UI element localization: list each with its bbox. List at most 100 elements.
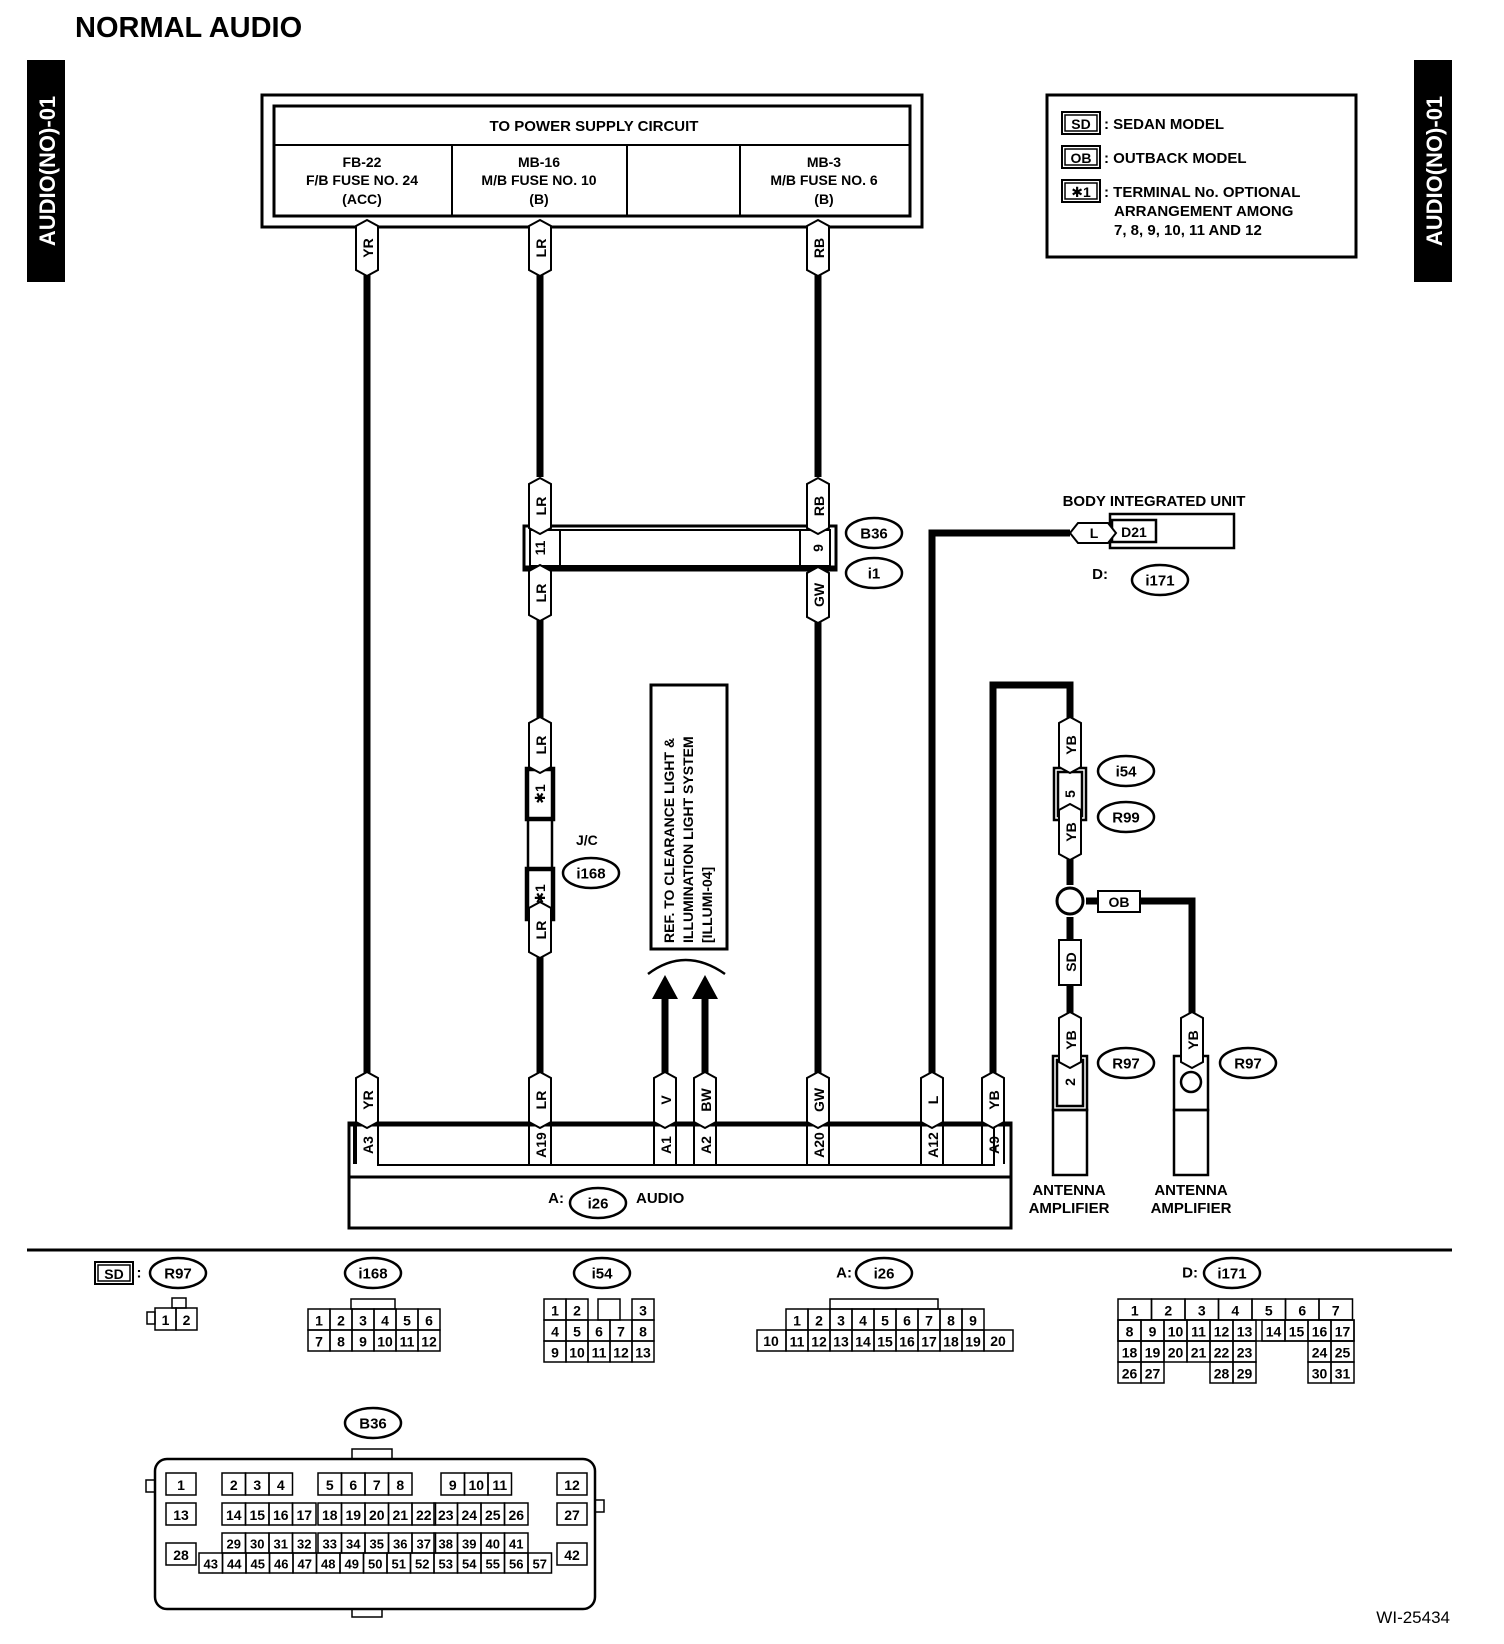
antenna-label-sd-1: ANTENNA xyxy=(1032,1182,1105,1199)
wire-color-label: LR xyxy=(533,1091,549,1110)
audio-unit xyxy=(347,1121,1013,1230)
wire-color-tag: YB xyxy=(1058,715,1082,775)
connector-id: B36 xyxy=(860,526,888,543)
wire-color-label: RB xyxy=(811,496,827,516)
connector-id-bubble: i1 xyxy=(844,556,904,590)
connector-id-bubble: R97 xyxy=(1218,1046,1278,1080)
ref-line-1: REF. TO CLEARANCE LIGHT & xyxy=(661,738,677,943)
pin-number: 27 xyxy=(1145,1366,1161,1382)
pin-number: 53 xyxy=(439,1557,453,1572)
connector-id: i1 xyxy=(868,566,881,583)
connector-id-bubble: B36 xyxy=(844,516,904,550)
wire-color-tag: YR xyxy=(355,218,379,278)
legend-star-code: ✱1 xyxy=(1071,184,1091,200)
pin-number: 22 xyxy=(416,1507,432,1523)
pin-star-upper: ✱1 xyxy=(532,784,548,804)
pin-number: 54 xyxy=(462,1557,477,1572)
wire-color-tag: LR xyxy=(528,563,552,623)
ref-line-2: ILLUMINATION LIGHT SYSTEM xyxy=(680,736,696,943)
ref-line-3: [ILLUMI-04] xyxy=(699,867,715,943)
wire-color-label: LR xyxy=(533,921,549,940)
pin-number: 3 xyxy=(359,1313,367,1329)
pin-number: 3 xyxy=(837,1313,845,1329)
wire-color-tag: LR xyxy=(528,218,552,278)
pin-number: 4 xyxy=(277,1477,285,1493)
pin-number: 8 xyxy=(639,1324,647,1340)
pin-number: 14 xyxy=(1266,1324,1282,1340)
pin-number: 1 xyxy=(177,1477,185,1493)
pin-number: 38 xyxy=(439,1537,453,1552)
connector-id-bubble: i168 xyxy=(561,856,621,890)
wire-color-tag: YB xyxy=(1058,1010,1082,1070)
arrow-up-icon xyxy=(652,975,678,999)
label-a-prefix: A: xyxy=(548,1190,564,1207)
pin-number: 16 xyxy=(899,1334,915,1350)
pin-number: 52 xyxy=(415,1557,429,1572)
wire-color-label: YB xyxy=(1063,735,1079,754)
face-sd-code: SD xyxy=(104,1266,123,1282)
wire-color-tag: RB xyxy=(806,476,830,536)
ob-tag-label: OB xyxy=(1109,894,1130,910)
pin-number: 12 xyxy=(564,1477,580,1493)
legend-star-text3: 7, 8, 9, 10, 11 AND 12 xyxy=(1114,222,1262,239)
pin-number: 15 xyxy=(1289,1324,1305,1340)
pin-number: 3 xyxy=(1198,1303,1206,1319)
wire-color-tag: YB xyxy=(1180,1010,1204,1070)
wire-color-tag: L xyxy=(920,1070,944,1130)
pin-number: 13 xyxy=(833,1334,849,1350)
wire-color-label: YB xyxy=(1063,822,1079,841)
side-tab-right-label: AUDIO(NO)-01 xyxy=(1422,96,1447,246)
pin-number: 32 xyxy=(297,1537,311,1552)
pin-number: 4 xyxy=(859,1313,867,1329)
wire-color-label: GW xyxy=(811,1087,827,1112)
connector-id-bubble: i26 xyxy=(568,1186,628,1220)
connector-id: R97 xyxy=(164,1266,192,1283)
pin-number: 40 xyxy=(486,1537,500,1552)
figure-id: WI-25434 xyxy=(1376,1608,1450,1627)
pin-number: 2 xyxy=(230,1477,238,1493)
legend-sd-code: SD xyxy=(1071,116,1090,132)
pin-number: 31 xyxy=(1335,1366,1351,1382)
pin-number: 14 xyxy=(855,1334,871,1350)
sd-tag: SD xyxy=(1058,939,1082,986)
pin-number: 24 xyxy=(461,1507,477,1523)
pin-number: 6 xyxy=(595,1324,603,1340)
antenna-amplifier-sd xyxy=(1051,1054,1089,1177)
pin-number: 14 xyxy=(226,1507,242,1523)
connector-id: i171 xyxy=(1145,573,1174,590)
pin-d21: D21 xyxy=(1121,524,1147,540)
diagram-title: NORMAL AUDIO xyxy=(75,12,302,44)
audio-pin: A2 xyxy=(698,1136,714,1154)
pin-number: 2 xyxy=(337,1313,345,1329)
pin-number: 8 xyxy=(1126,1324,1134,1340)
label-d-prefix: D: xyxy=(1092,566,1108,583)
connector-id: i168 xyxy=(358,1266,387,1283)
face-colon: : xyxy=(137,1265,142,1282)
pin-5: 5 xyxy=(1062,790,1078,798)
legend-star-text1: : TERMINAL No. OPTIONAL xyxy=(1104,184,1300,201)
pin-number: 21 xyxy=(392,1507,408,1523)
pin-star-lower: ✱1 xyxy=(532,884,548,904)
pin-number: 11 xyxy=(790,1334,805,1350)
pin-number: 16 xyxy=(273,1507,289,1523)
pin-number: 30 xyxy=(1312,1366,1328,1382)
pin-number: 5 xyxy=(881,1313,889,1329)
pin-number: 23 xyxy=(1237,1345,1253,1361)
wire-color-label: LR xyxy=(533,736,549,755)
pin-number: 57 xyxy=(533,1557,547,1572)
connector-id: B36 xyxy=(359,1416,387,1433)
pin-number: 12 xyxy=(613,1345,629,1361)
pin-number: 9 xyxy=(359,1334,367,1350)
pin-number: 5 xyxy=(326,1477,334,1493)
wire-color-tag: LR xyxy=(528,715,552,775)
pin-number: 13 xyxy=(1237,1324,1253,1340)
wire-color-tag: GW xyxy=(806,1070,830,1130)
wire-color-tag: V xyxy=(653,1070,677,1130)
pin-number: 2 xyxy=(815,1313,823,1329)
pin-number: 7 xyxy=(373,1477,381,1493)
pin-number: 19 xyxy=(345,1507,361,1523)
pin-number: 7 xyxy=(925,1313,933,1329)
